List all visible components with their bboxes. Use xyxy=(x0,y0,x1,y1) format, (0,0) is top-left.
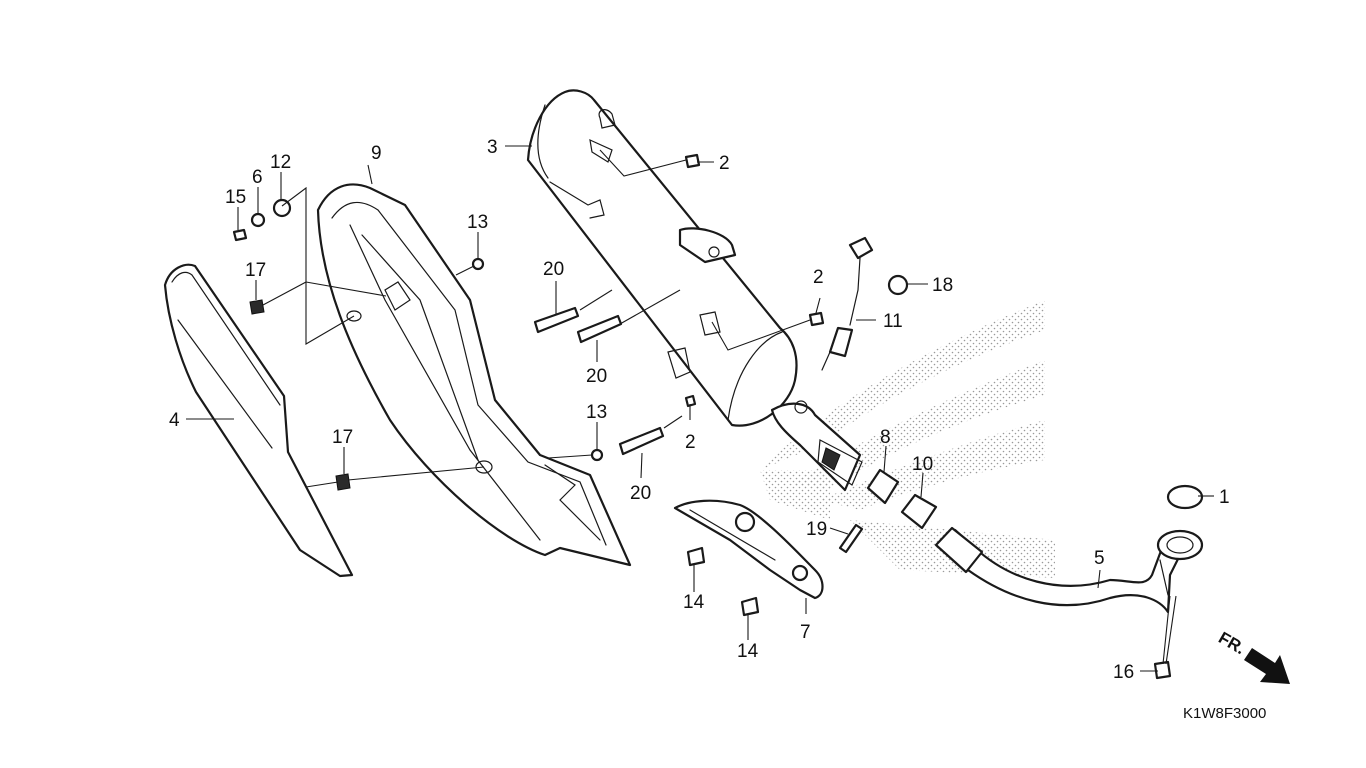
callout-14-a: 14 xyxy=(683,592,705,613)
callout-6: 6 xyxy=(252,167,263,188)
muffler-protector-part[interactable] xyxy=(316,183,632,567)
bolt-20-b[interactable] xyxy=(576,314,623,344)
grommet-part[interactable] xyxy=(272,198,292,218)
leader-lines xyxy=(186,145,1214,672)
callout-15: 15 xyxy=(225,187,246,208)
callout-18: 18 xyxy=(932,275,953,296)
front-direction-indicator: FR. xyxy=(1215,628,1290,684)
callout-14-b: 14 xyxy=(737,641,759,662)
diagram-code: K1W8F3000 xyxy=(1183,705,1266,722)
bolt-19[interactable] xyxy=(838,523,864,554)
callout-2-low: 2 xyxy=(685,432,696,453)
callout-13-low: 13 xyxy=(586,402,607,423)
front-arrow-icon xyxy=(1244,648,1290,684)
muffler-gasket-part[interactable] xyxy=(866,468,900,505)
callout-17-top: 17 xyxy=(245,260,266,281)
clip-nut-low[interactable] xyxy=(684,394,697,408)
bolt-14-a[interactable] xyxy=(686,546,706,567)
joint-gasket-part[interactable] xyxy=(900,493,938,530)
bolt-20-c[interactable] xyxy=(618,426,665,456)
bolt-16[interactable] xyxy=(1153,660,1172,680)
clip-nut-top[interactable] xyxy=(684,153,701,169)
collar-part[interactable] xyxy=(250,212,266,228)
callout-17-low: 17 xyxy=(332,427,353,448)
exhaust-pipe-part[interactable] xyxy=(934,526,1204,614)
muffler-bracket-part[interactable] xyxy=(673,499,824,600)
bolt-14-b[interactable] xyxy=(740,596,760,617)
callout-11: 11 xyxy=(883,311,903,332)
sensor-nut-part[interactable] xyxy=(887,274,909,296)
callout-7: 7 xyxy=(800,622,811,643)
front-label: FR. xyxy=(1215,628,1248,658)
callout-19: 19 xyxy=(806,519,827,540)
bolt-20-a[interactable] xyxy=(533,306,580,334)
fasteners-group xyxy=(232,153,1172,680)
callout-20-a: 20 xyxy=(543,259,564,280)
callout-4: 4 xyxy=(169,410,180,431)
o2-sensor-part[interactable] xyxy=(821,236,874,371)
callout-1: 1 xyxy=(1219,487,1230,508)
nut-13-top[interactable] xyxy=(471,257,485,271)
callout-8: 8 xyxy=(880,427,891,448)
callout-2-top: 2 xyxy=(719,153,730,174)
callout-16: 16 xyxy=(1113,662,1134,683)
heat-shield-cover-part[interactable] xyxy=(163,263,354,578)
callout-10: 10 xyxy=(912,454,933,475)
exhaust-gasket-part[interactable] xyxy=(1166,484,1204,510)
callout-labels: 1 2 2 2 3 4 5 6 7 8 9 10 11 12 13 13 14 … xyxy=(169,137,1230,683)
callout-20-b: 20 xyxy=(586,366,607,387)
clip-17-top[interactable] xyxy=(249,299,265,315)
callout-13-top: 13 xyxy=(467,212,488,233)
callout-9: 9 xyxy=(371,143,382,164)
screw-15[interactable] xyxy=(232,228,248,242)
callout-2-mid: 2 xyxy=(813,267,824,288)
muffler-part[interactable] xyxy=(526,89,863,492)
callout-12: 12 xyxy=(270,152,291,173)
callout-5: 5 xyxy=(1094,548,1105,569)
clip-nut-mid[interactable] xyxy=(808,311,825,327)
callout-3: 3 xyxy=(487,137,498,158)
clip-17-low[interactable] xyxy=(335,473,351,491)
callout-20-c: 20 xyxy=(630,483,651,504)
nut-13-low[interactable] xyxy=(590,448,604,462)
